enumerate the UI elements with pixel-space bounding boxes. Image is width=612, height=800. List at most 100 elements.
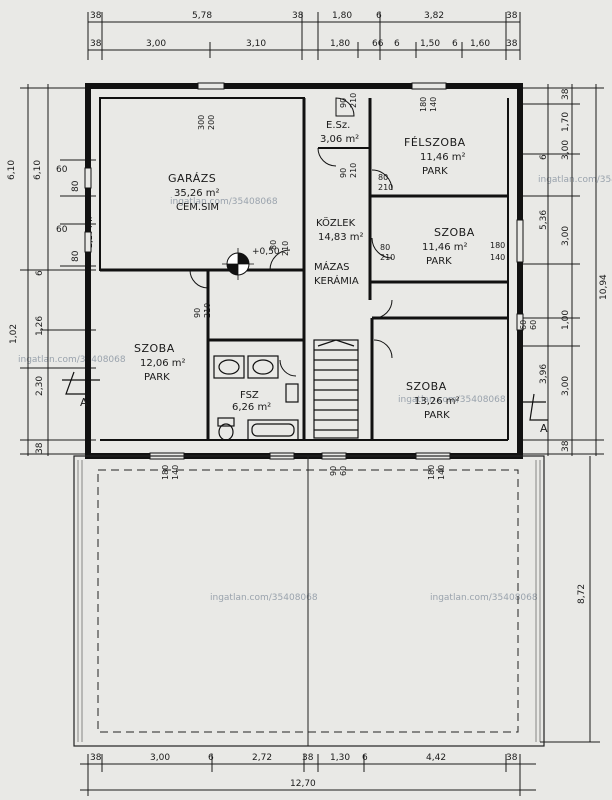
watermark-3: ingatlan.com/35408068 [398, 395, 506, 405]
opening-label: 80 [269, 240, 278, 250]
bathroom-fixtures [213, 355, 299, 441]
dim-label: 6 [394, 39, 400, 49]
opening-label: 210 [349, 163, 358, 178]
dim-label: 1,00 [561, 310, 571, 330]
opening-labels: 80 210 80 210 80 210 180 140 180 140 90 … [161, 93, 538, 480]
opening-label: 90 [193, 308, 202, 318]
room-garage-area: 35,26 m² [174, 188, 220, 199]
watermark-5: ingatlan.com/35408068 [430, 593, 538, 603]
room-garage-floor: CEM.SIM [176, 202, 219, 213]
opening-label: 60 [529, 320, 538, 330]
room-right-area: 13,26 m² [414, 396, 460, 407]
room-wc-area: 3,06 m² [320, 134, 359, 145]
room-bath-area: 6,26 m² [232, 402, 271, 413]
watermark-4: ingatlan.com/35408068 [210, 593, 318, 603]
dim-label: 3,96 [539, 364, 549, 384]
room-right-name: SZOBA [406, 380, 447, 393]
room-upper-floor: PARK [422, 166, 448, 177]
dim-label: 60 [56, 165, 68, 175]
terrace-area [73, 455, 545, 747]
dim-label: 1,30 [330, 753, 350, 763]
dim-label: 66 [372, 39, 384, 49]
opening-label: 140 [490, 253, 505, 262]
dim-label: 3,82 [424, 11, 444, 21]
dim-label: 5,78 [192, 11, 212, 21]
dim-label: 6 [35, 270, 45, 276]
room-wc-name: E.Sz. [326, 120, 350, 131]
dim-label: 1,26 [35, 316, 45, 336]
dim-label: 6 [452, 39, 458, 49]
dim-label: 1,60 [470, 39, 490, 49]
opening-label: 140 [437, 465, 446, 480]
door-swings [189, 97, 393, 377]
bottom-dimension-labels: 38 3,00 6 2,72 38 1,30 6 4,42 38 12,70 [90, 753, 518, 789]
dim-label: 1,80 [330, 39, 350, 49]
room-left-area: 12,06 m² [140, 358, 186, 369]
dim-label: 6 [362, 753, 368, 763]
dim-label: 2,72 [252, 753, 272, 763]
opening-label: 90 [339, 98, 348, 108]
dim-label: 38 [561, 88, 571, 100]
dim-label: 6 [376, 11, 382, 21]
opening-label: 180 [419, 97, 428, 112]
room-corridor-floor1: MÁZAS [314, 260, 350, 273]
room-left-floor: PARK [144, 372, 170, 383]
opening-label: 80 [380, 243, 390, 252]
right-dimension-lines [520, 84, 604, 743]
opening-label: 210 [380, 253, 395, 262]
dim-label: 38 [506, 11, 518, 21]
dim-label: 38 [90, 39, 102, 49]
terrace-edge-shading [77, 460, 541, 742]
dim-label-total: 12,70 [290, 779, 316, 789]
opening-label: 60 [339, 466, 348, 476]
dim-label: 80 [71, 180, 81, 192]
room-upper-area: 11,46 m² [420, 152, 466, 163]
dim-label: 6 [208, 753, 214, 763]
opening-label: 210 [349, 93, 358, 108]
section-mark-right: A [540, 422, 548, 435]
room-bath-name: FSZ [240, 390, 259, 401]
opening-label: 90 [329, 466, 338, 476]
bottom-dimension-lines [80, 754, 536, 796]
level-marker-icon [222, 248, 254, 280]
dim-label: 1,80 [332, 11, 352, 21]
room-left-name: SZOBA [134, 342, 175, 355]
watermark-2: ingatlan.com/35408068 [18, 355, 126, 365]
opening-label: 210 [203, 303, 212, 318]
room-upper-name: FÉLSZOBA [404, 136, 466, 149]
section-mark-left: A [80, 396, 88, 409]
opening-label: 90 [339, 168, 348, 178]
watermark-6: ingatlan.com/35408068 [538, 175, 612, 185]
section-arrow-icon [62, 371, 548, 421]
dim-label: 3,00 [561, 140, 571, 160]
opening-label: 140 [171, 465, 180, 480]
room-mid-area: 11,46 m² [422, 242, 468, 253]
dim-label: 38 [506, 753, 518, 763]
dim-label: 38 [302, 753, 314, 763]
opening-label: 140 [429, 97, 438, 112]
dim-label: 6 [539, 154, 549, 160]
dim-label: 6,10 [7, 160, 17, 180]
watermark-1: ingatlan.com/35408068 [170, 197, 278, 207]
room-garage-name: GARÁZS [168, 172, 216, 185]
staircase [313, 339, 359, 439]
opening-label: 80 [378, 173, 388, 182]
room-right-floor: PARK [424, 410, 450, 421]
room-corridor-area: 14,83 m² [318, 232, 364, 243]
dim-label: 38 [90, 11, 102, 21]
level-mark-label: +0,50 [252, 247, 280, 257]
dim-label: 3,00 [150, 753, 170, 763]
room-corridor-floor2: KERÁMIA [314, 274, 359, 287]
top-dimension-labels: 38 5,78 38 1,80 6 3,82 38 38 3,00 3,10 1… [90, 11, 518, 49]
room-corridor-name: KÖZLEK [316, 216, 356, 229]
dim-label: 38 [506, 39, 518, 49]
top-dimension-lines [87, 12, 521, 60]
dim-label: 5,36 [539, 210, 549, 230]
dim-label: 2,30 [35, 376, 45, 396]
dim-label: 3,00 [561, 376, 571, 396]
dim-label: 38 [35, 442, 45, 454]
left-dimension-lines [20, 84, 96, 456]
dim-label: 60 [56, 225, 68, 235]
